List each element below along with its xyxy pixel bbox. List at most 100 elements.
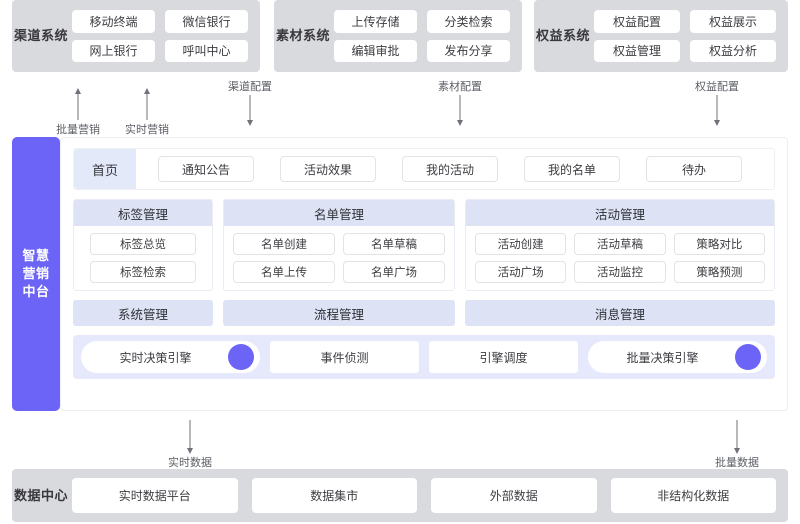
arrow-head-icon xyxy=(75,88,81,94)
chip-rights-0[interactable]: 权益配置 xyxy=(594,10,680,33)
group-items-channel: 移动终端 微信银行 网上银行 呼叫中心 xyxy=(70,0,260,72)
group-title-rights: 权益系统 xyxy=(535,28,590,44)
engine-realtime-decision[interactable]: 实时决策引擎 xyxy=(81,341,260,373)
chip-activity-draft[interactable]: 活动草稿 xyxy=(574,233,666,255)
chip-strategy-compare[interactable]: 策略对比 xyxy=(673,233,765,255)
chip-rights-2[interactable]: 权益管理 xyxy=(594,39,680,62)
group-rights-system: 权益系统 权益配置 权益展示 权益管理 权益分析 xyxy=(534,0,788,72)
tab-list: 通知公告 活动效果 我的活动 我的名单 待办 xyxy=(136,156,764,182)
panel-title-tag-management: 标签管理 xyxy=(74,200,212,226)
main-platform-panel: 首页 通知公告 活动效果 我的活动 我的名单 待办 标签管理 标签总览 标签检索… xyxy=(60,137,788,411)
tab-todo[interactable]: 待办 xyxy=(646,156,742,182)
tab-notice[interactable]: 通知公告 xyxy=(158,156,254,182)
arrow-down-realtime-data: 实时数据 xyxy=(145,420,235,469)
arrow-head-icon xyxy=(714,120,720,126)
chip-activity-monitor[interactable]: 活动监控 xyxy=(574,261,666,283)
panel-items-list-management: 名单创建 名单草稿 名单上传 名单广场 xyxy=(224,226,454,290)
engine-label-realtime-decision: 实时决策引擎 xyxy=(119,350,192,365)
arrow-shaft xyxy=(459,95,461,121)
engine-label-event-detect: 事件侦测 xyxy=(320,350,369,365)
chip-realtime-data-platform[interactable]: 实时数据平台 xyxy=(72,478,238,513)
chip-data-mart[interactable]: 数据集市 xyxy=(251,478,417,513)
panel-flow-management[interactable]: 流程管理 xyxy=(223,300,455,326)
management-panels-row-1: 标签管理 标签总览 标签检索 名单管理 名单创建 名单草稿 名单上传 名单广场 … xyxy=(73,199,775,291)
status-dot-icon xyxy=(228,344,254,370)
arrow-label-material-config: 素材配置 xyxy=(438,81,482,93)
chip-external-data[interactable]: 外部数据 xyxy=(431,478,597,513)
arrow-up-realtime-marketing: 实时营销 xyxy=(107,88,187,136)
engine-schedule[interactable]: 引擎调度 xyxy=(429,341,578,373)
chip-channel-3[interactable]: 呼叫中心 xyxy=(165,39,248,62)
arrow-shaft xyxy=(716,95,718,121)
chip-strategy-predict[interactable]: 策略预测 xyxy=(673,261,765,283)
sidebar-label: 智慧营销中台 xyxy=(22,248,50,299)
arrow-head-icon xyxy=(734,448,740,454)
arrow-head-icon xyxy=(247,120,253,126)
chip-rights-1[interactable]: 权益展示 xyxy=(690,10,776,33)
chip-channel-0[interactable]: 移动终端 xyxy=(72,10,155,33)
arrow-up-batch-marketing: 批量营销 xyxy=(38,88,118,136)
chip-tag-overview[interactable]: 标签总览 xyxy=(90,233,196,255)
chip-channel-2[interactable]: 网上银行 xyxy=(72,39,155,62)
arrow-label-channel-config: 渠道配置 xyxy=(228,81,272,93)
engine-label-batch-decision: 批量决策引擎 xyxy=(626,350,699,365)
arrow-head-icon xyxy=(144,88,150,94)
chip-material-3[interactable]: 发布分享 xyxy=(427,39,510,62)
chip-rights-3[interactable]: 权益分析 xyxy=(690,39,776,62)
arrow-down-rights-config: 权益配置 xyxy=(672,78,762,126)
panel-title-activity-management: 活动管理 xyxy=(466,200,774,226)
tab-home[interactable]: 首页 xyxy=(74,149,136,189)
chip-activity-create[interactable]: 活动创建 xyxy=(475,233,567,255)
panel-system-management[interactable]: 系统管理 xyxy=(73,300,213,326)
status-dot-icon xyxy=(735,344,761,370)
engine-batch-decision[interactable]: 批量决策引擎 xyxy=(588,341,767,373)
chip-tag-search[interactable]: 标签检索 xyxy=(90,261,196,283)
arrow-label-realtime-marketing: 实时营销 xyxy=(125,124,169,136)
arrow-label-batch-data: 批量数据 xyxy=(715,457,759,469)
panel-title-list-management: 名单管理 xyxy=(224,200,454,226)
arrow-down-batch-data: 批量数据 xyxy=(692,420,782,469)
group-data-center: 数据中心 实时数据平台 数据集市 外部数据 非结构化数据 xyxy=(12,469,788,522)
tab-my-activity[interactable]: 我的活动 xyxy=(402,156,498,182)
group-items-material: 上传存储 分类检索 编辑审批 发布分享 xyxy=(332,0,522,72)
tab-activity-effect[interactable]: 活动效果 xyxy=(280,156,376,182)
arrow-label-realtime-data: 实时数据 xyxy=(168,457,212,469)
chip-material-0[interactable]: 上传存储 xyxy=(334,10,417,33)
chip-channel-1[interactable]: 微信银行 xyxy=(165,10,248,33)
group-items-data-center: 实时数据平台 数据集市 外部数据 非结构化数据 xyxy=(70,469,788,522)
group-material-system: 素材系统 上传存储 分类检索 编辑审批 发布分享 xyxy=(274,0,522,72)
arrow-shaft xyxy=(736,420,738,448)
chip-list-square[interactable]: 名单广场 xyxy=(343,261,445,283)
chip-material-2[interactable]: 编辑审批 xyxy=(334,39,417,62)
group-items-rights: 权益配置 权益展示 权益管理 权益分析 xyxy=(592,0,788,72)
engine-row: 实时决策引擎 事件侦测 引擎调度 批量决策引擎 xyxy=(73,335,775,379)
engine-event-detect[interactable]: 事件侦测 xyxy=(270,341,419,373)
arrow-down-material-config: 素材配置 xyxy=(415,78,505,126)
chip-unstructured-data[interactable]: 非结构化数据 xyxy=(610,478,776,513)
arrow-shaft xyxy=(77,93,79,120)
panel-list-management: 名单管理 名单创建 名单草稿 名单上传 名单广场 xyxy=(223,199,455,291)
panel-activity-management: 活动管理 活动创建 活动草稿 策略对比 活动广场 活动监控 策略预测 xyxy=(465,199,775,291)
arrow-shaft xyxy=(146,93,148,120)
chip-list-create[interactable]: 名单创建 xyxy=(233,233,335,255)
chip-list-upload[interactable]: 名单上传 xyxy=(233,261,335,283)
arrow-head-icon xyxy=(457,120,463,126)
management-panels-row-2: 系统管理 流程管理 消息管理 xyxy=(73,300,775,326)
chip-activity-square[interactable]: 活动广场 xyxy=(475,261,567,283)
chip-material-1[interactable]: 分类检索 xyxy=(427,10,510,33)
group-title-data-center: 数据中心 xyxy=(13,487,68,503)
panel-items-tag-management: 标签总览 标签检索 xyxy=(74,226,212,290)
panel-items-activity-management: 活动创建 活动草稿 策略对比 活动广场 活动监控 策略预测 xyxy=(466,226,774,290)
panel-tag-management: 标签管理 标签总览 标签检索 xyxy=(73,199,213,291)
tab-my-list[interactable]: 我的名单 xyxy=(524,156,620,182)
arrow-down-channel-config: 渠道配置 xyxy=(205,78,295,126)
arrow-label-batch-marketing: 批量营销 xyxy=(56,124,100,136)
arrow-head-icon xyxy=(187,448,193,454)
chip-list-draft[interactable]: 名单草稿 xyxy=(343,233,445,255)
group-channel-system: 渠道系统 移动终端 微信银行 网上银行 呼叫中心 xyxy=(12,0,260,72)
arrow-shaft xyxy=(249,95,251,121)
panel-message-management[interactable]: 消息管理 xyxy=(465,300,775,326)
group-title-material: 素材系统 xyxy=(275,28,330,44)
arrow-shaft xyxy=(189,420,191,448)
